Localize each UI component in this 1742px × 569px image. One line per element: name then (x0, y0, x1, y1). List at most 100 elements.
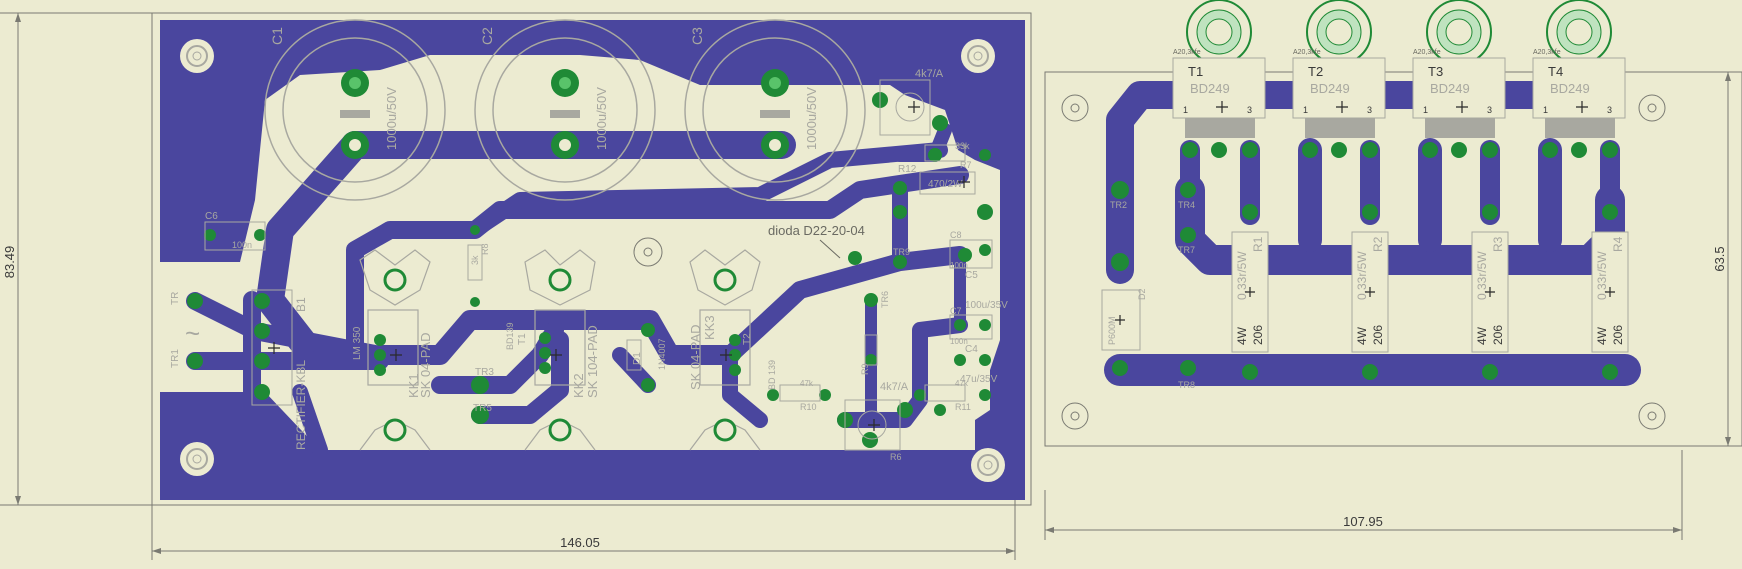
label-tr: TR (170, 292, 181, 305)
label-c8-value: 100n (950, 261, 968, 270)
resistor-size: 4W (1235, 326, 1249, 345)
label-tr8: TR8 (1178, 380, 1195, 390)
right-board-outline (1044, 71, 1742, 447)
mount-hole-icon (180, 442, 214, 476)
transistor-value: BD249 (1310, 81, 1350, 96)
label-r9: R9 (860, 363, 870, 375)
power-transistor-t1[interactable]: A20,3kfe T1 BD249 1 3 (1172, 0, 1266, 158)
mount-hole-icon (1638, 94, 1666, 122)
power-transistor-t2[interactable]: A20,3kfe T2 BD249 1 3 (1292, 0, 1386, 158)
resistor-value: 0,33r/5W (1355, 251, 1369, 300)
label-d2: D2 (1137, 288, 1147, 300)
ac-tilde-icon: ~ (185, 318, 200, 348)
crosshair-markers (268, 101, 1615, 431)
transistor-ref: T1 (1188, 64, 1203, 79)
transistor-ref: T4 (1548, 64, 1563, 79)
pin-1-label: 1 (1303, 105, 1308, 115)
label-c7: C7 (950, 306, 962, 316)
label-c5-value: 100u/35V (965, 300, 1008, 311)
label-kk3: KK3 (702, 315, 717, 340)
pin-1-label: 1 (1183, 105, 1188, 115)
resistor-code: 206 (1611, 325, 1625, 345)
left-copper-pour (160, 20, 1025, 500)
pin-1-label: 1 (1423, 105, 1428, 115)
label-b1: B1 (294, 297, 308, 312)
mount-hole-icon (180, 39, 214, 73)
pin-3-label: 3 (1607, 105, 1612, 115)
label-c8: C8 (950, 230, 962, 240)
resistor-size: 4W (1595, 326, 1609, 345)
resistor-ref: R4 (1611, 236, 1625, 252)
resistor-code: 206 (1371, 325, 1385, 345)
label-r7-value: 33k (955, 141, 970, 151)
mount-hole-icon (971, 448, 1005, 482)
capacitor-ref: C1 (269, 27, 285, 45)
label-tr4: TR4 (1178, 200, 1195, 210)
label-c7-value: 100n (950, 337, 968, 346)
label-r10-value: 47k (800, 379, 814, 388)
pin-3-label: 3 (1487, 105, 1492, 115)
pin-1-label: 1 (1543, 105, 1548, 115)
label-bd: BD 139 (767, 360, 777, 390)
right-mounting-holes (1061, 94, 1666, 430)
mount-hole-icon (961, 39, 995, 73)
label-pot-top: 4k7/A (915, 68, 944, 80)
label-r12-value: 470/2W (928, 179, 963, 190)
label-d2-value: P600M (1107, 316, 1117, 345)
label-kk1: KK1 (406, 373, 421, 398)
label-diode-note: dioda D22-20-04 (768, 223, 865, 238)
left-labels: C6 100n TR TR1 B1 RECTIFIER-KBL LM 350 K… (170, 68, 1008, 462)
mount-hole-icon (1638, 402, 1666, 430)
diode-note-leader (819, 239, 841, 259)
label-tr9: TR9 (893, 247, 910, 257)
resistor-ref: R2 (1371, 236, 1385, 252)
label-c5: C5 (965, 270, 978, 281)
transistor-value: BD249 (1550, 81, 1590, 96)
mount-hole-icon (633, 237, 663, 267)
capacitor-ref: C2 (479, 27, 495, 45)
dimension-right-width: 107.95 (1343, 514, 1383, 529)
resistor-value: 0,33r/5W (1475, 251, 1489, 300)
transistor-ref: T3 (1428, 64, 1443, 79)
label-tr6: TR6 (880, 291, 890, 308)
transistor-value: BD249 (1190, 81, 1230, 96)
label-r8-value: 3k (470, 255, 480, 265)
label-rectifier: RECTIFIER-KBL (294, 360, 308, 450)
label-r8: R8 (480, 243, 490, 255)
resistor-value: 0,33r/5W (1235, 251, 1249, 300)
label-pad3: SK 04-PAD (688, 324, 703, 390)
label-r11-value: 47k (955, 379, 969, 388)
power-transistor-t4[interactable]: A20,3kfe T4 BD249 1 3 (1532, 0, 1626, 158)
dimension-arrows (15, 13, 1731, 554)
label-bd139: BD139 (505, 322, 515, 350)
label-r10: R10 (800, 402, 817, 412)
resistor-code: 206 (1251, 325, 1265, 345)
label-tr7: TR7 (1178, 245, 1195, 255)
mount-hole-icon (1061, 402, 1089, 430)
label-c4-value: 47u/35V (960, 374, 998, 385)
right-pads (1111, 181, 1196, 376)
capacitor-c3[interactable]: C3 1000u/50V (684, 19, 866, 201)
capacitor-c1[interactable]: C1 1000u/50V (264, 19, 446, 201)
label-pad1: SK 04-PAD (418, 332, 433, 398)
transistor-value: BD249 (1430, 81, 1470, 96)
label-c6: C6 (205, 211, 218, 222)
label-pad2: SK 104-PAD (585, 325, 600, 398)
left-pads (187, 92, 993, 448)
capacitor-c2[interactable]: C2 1000u/50V (474, 19, 656, 201)
label-d1-value: 1N4007 (657, 338, 667, 370)
power-transistor-t3[interactable]: A20,3kfe T3 BD249 1 3 (1412, 0, 1506, 158)
label-r6: R6 (890, 452, 902, 462)
resistor-ref: R3 (1491, 236, 1505, 252)
label-d1: D1 (632, 352, 643, 365)
heatsinks (359, 249, 761, 451)
label-tr1: TR1 (170, 349, 181, 368)
left-board-outline (151, 12, 1032, 506)
resistor-code: 206 (1491, 325, 1505, 345)
label-tr2: TR2 (1110, 200, 1127, 210)
label-c4: C4 (965, 344, 978, 355)
label-tr3: TR3 (475, 367, 494, 378)
dimension-left-height: 83.49 (2, 246, 17, 279)
